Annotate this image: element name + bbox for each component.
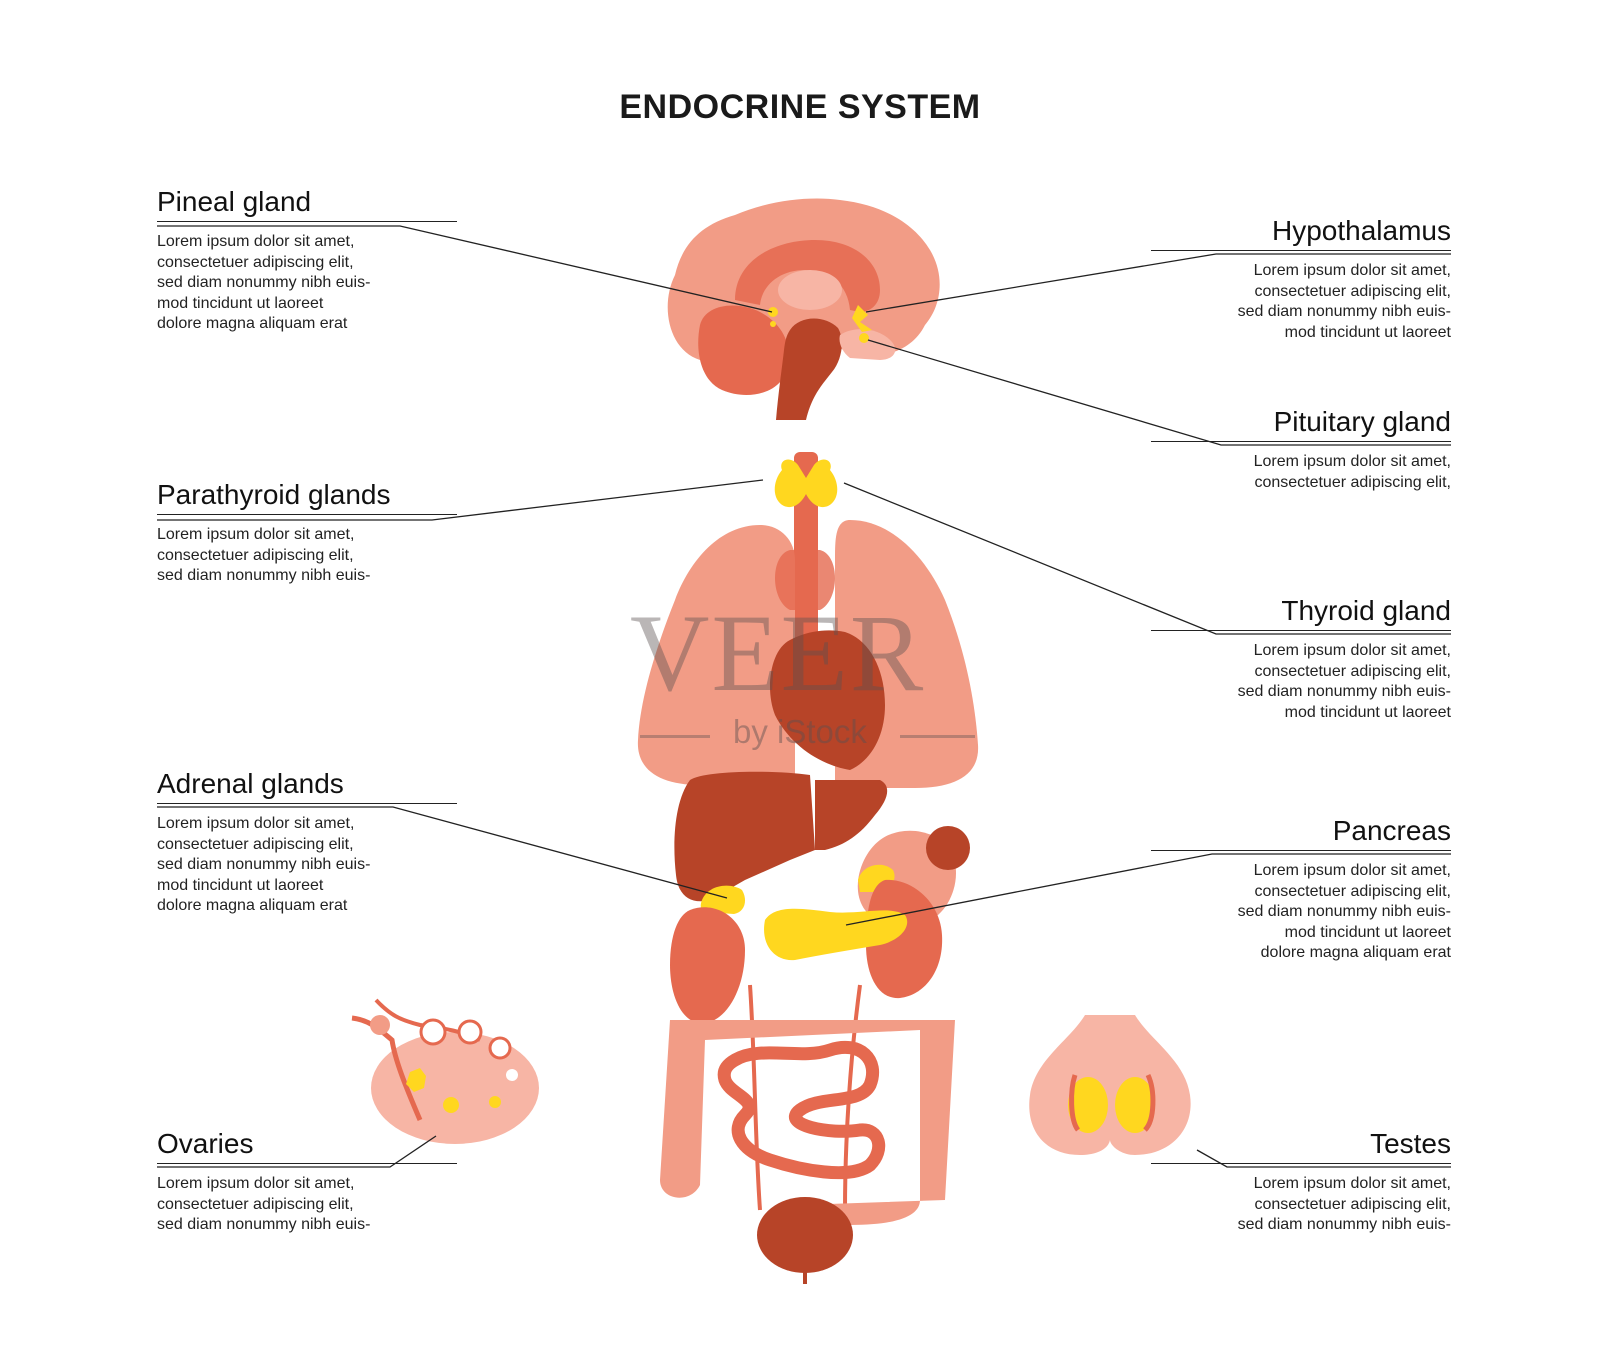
thyroid-gland-shape [774,459,838,508]
liver-right-lobe [815,780,888,850]
label-parathyroid-glands: Parathyroid glands Lorem ipsum dolor sit… [157,478,457,587]
ovary-body [371,1032,539,1144]
label-pancreas: Pancreas Lorem ipsum dolor sit amet, con… [1151,814,1451,964]
label-thyroid-gland: Thyroid gland Lorem ipsum dolor sit amet… [1151,594,1451,723]
follicle-4 [370,1015,390,1035]
label-pineal-rule [157,221,457,222]
leader-line-pituitary [867,339,1451,446]
ovary-illustration [351,998,539,1144]
label-pineal-gland: Pineal gland Lorem ipsum dolor sit amet,… [157,185,457,335]
pineal-gland-dot-2 [770,321,776,327]
label-parathyroid-rule [157,514,457,515]
label-pituitary-title: Pituitary gland [1273,406,1451,437]
label-parathyroid-text: Lorem ipsum dolor sit amet, consectetuer… [157,526,371,584]
label-adrenal-text: Lorem ipsum dolor sit amet, consectetuer… [157,815,371,914]
label-thyroid-rule [1151,630,1451,631]
watermark-rule-left [640,735,710,738]
label-pituitary-text: Lorem ipsum dolor sit amet, consectetuer… [1253,453,1451,491]
leader-line-pancreas [845,853,1451,926]
pineal-gland-dot [768,307,778,317]
liver [674,771,815,902]
label-ovaries: Ovaries Lorem ipsum dolor sit amet, cons… [157,1127,457,1236]
epididymis-right [1142,1073,1156,1132]
brainstem [776,318,842,420]
leader-lines [157,225,1451,1168]
leader-line-pineal [157,225,773,313]
testis-right [1115,1077,1155,1133]
heart [770,630,885,770]
label-pituitary-rule [1151,441,1451,442]
ovary-spot-3 [506,1069,518,1081]
label-hypothalamus: Hypothalamus Lorem ipsum dolor sit amet,… [1151,214,1451,343]
label-hypothalamus-text: Lorem ipsum dolor sit amet, consectetuer… [1237,262,1451,341]
hypothalamus-shape [852,305,872,332]
label-hypothalamus-title: Hypothalamus [1272,215,1451,246]
spleen [926,826,970,870]
kidneys-pancreas [670,879,943,1211]
brain-illustration [667,198,940,420]
fallopian-tube [351,1015,423,1121]
cerebellum [698,305,789,395]
leader-line-testes [1196,1149,1451,1168]
watermark-rule-right [900,735,975,738]
label-ovaries-rule [157,1163,457,1164]
brain-frontal-lower [839,329,896,360]
follicle-1 [419,1018,447,1046]
epididymis-left [1069,1074,1081,1132]
label-adrenal-glands: Adrenal glands Lorem ipsum dolor sit ame… [157,767,457,917]
bronchi [775,550,835,610]
label-ovaries-title: Ovaries [157,1128,254,1159]
label-pancreas-text: Lorem ipsum dolor sit amet, consectetuer… [1237,862,1451,961]
adrenal-gland-left-shape [700,885,746,914]
page-title: ENDOCRINE SYSTEM [619,88,981,126]
label-hypothalamus-rule [1151,250,1451,251]
urethra [803,1270,807,1284]
label-adrenal-title: Adrenal glands [157,768,344,799]
follicle-3 [488,1036,512,1060]
label-thyroid-text: Lorem ipsum dolor sit amet, consectetuer… [1237,642,1451,721]
ovary-spot-1 [443,1097,459,1113]
large-intestine [660,1020,955,1225]
small-intestine-loops [717,1040,886,1180]
label-pineal-title: Pineal gland [157,186,312,217]
leader-line-thyroid [843,482,1451,635]
label-testes-rule [1151,1163,1451,1164]
label-adrenal-rule [157,803,457,804]
left-kidney [670,907,745,1024]
label-thyroid-title: Thyroid gland [1281,595,1451,626]
intestines [660,1020,955,1284]
left-lung [637,525,795,785]
label-testes-text: Lorem ipsum dolor sit amet, consectetuer… [1237,1175,1451,1233]
testes-illustration [1029,1015,1191,1155]
label-pituitary-gland: Pituitary gland Lorem ipsum dolor sit am… [1151,405,1451,493]
lungs-illustration [637,520,979,788]
ovary-spot-2 [489,1096,501,1108]
label-pineal-text: Lorem ipsum dolor sit amet, consectetuer… [157,233,371,332]
pituitary-gland-dot [859,333,869,343]
leader-line-hypothalamus [865,253,1451,313]
testis-left [1068,1077,1108,1133]
label-pancreas-rule [1151,850,1451,851]
leader-line-parathyroid [157,479,764,521]
pancreas-shape [764,908,908,961]
label-ovaries-text: Lorem ipsum dolor sit amet, consectetuer… [157,1175,371,1233]
leader-line-ovaries [157,1135,437,1168]
label-testes: Testes Lorem ipsum dolor sit amet, conse… [1151,1127,1451,1236]
bladder [757,1197,853,1273]
label-testes-title: Testes [1370,1128,1451,1159]
corpus-luteum [406,1068,426,1092]
follicle-2 [457,1019,483,1045]
leader-line-adrenal [157,806,728,899]
label-pancreas-title: Pancreas [1332,815,1451,846]
brain-inner-fold [735,240,880,312]
label-parathyroid-title: Parathyroid glands [157,479,391,510]
brain-thalamus [778,270,842,310]
